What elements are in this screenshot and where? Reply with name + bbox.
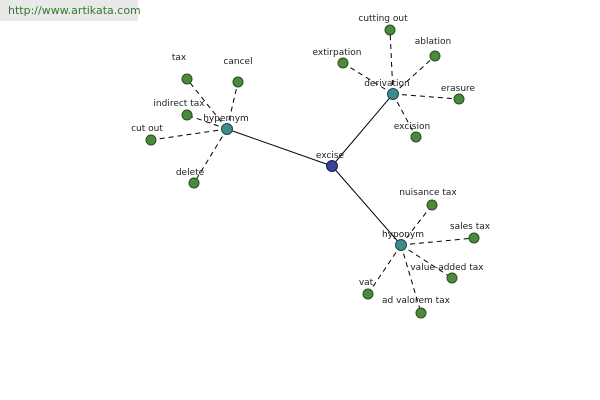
edge-hyponym-ad-valorem-tax: [400, 244, 422, 314]
node-value-added-tax-marker[interactable]: [446, 272, 458, 284]
edge-excise-hyponym: [331, 165, 402, 246]
node-derivation-marker[interactable]: [387, 88, 399, 100]
node-nuisance-tax[interactable]: nuisance tax: [399, 188, 457, 211]
edge-derivation-extirpation: [342, 62, 394, 95]
node-indirect-tax-label[interactable]: indirect tax: [153, 99, 205, 109]
node-vat-label[interactable]: vat: [359, 278, 374, 288]
node-hyponym[interactable]: hyponym: [382, 230, 424, 251]
node-delete-marker[interactable]: [188, 177, 200, 189]
node-cancel-label[interactable]: cancel: [223, 57, 252, 67]
node-erasure-label[interactable]: erasure: [441, 84, 476, 94]
node-extirpation-marker[interactable]: [337, 57, 349, 69]
edge-hypernym-tax: [186, 78, 228, 130]
node-cancel-marker[interactable]: [232, 76, 244, 88]
edge-hypernym-indirect-tax: [186, 114, 228, 130]
node-erasure-marker[interactable]: [453, 93, 465, 105]
edge-excise-hypernym: [226, 128, 333, 167]
node-hypernym-label[interactable]: hypernym: [203, 114, 249, 124]
node-ablation-marker[interactable]: [429, 50, 441, 62]
node-excise-marker[interactable]: [326, 160, 338, 172]
edge-derivation-erasure: [392, 93, 460, 100]
node-extirpation[interactable]: extirpation: [313, 48, 362, 69]
node-derivation[interactable]: derivation: [364, 79, 410, 100]
edges-layer: [150, 29, 475, 314]
node-cancel[interactable]: cancel: [223, 57, 253, 88]
node-nuisance-tax-label[interactable]: nuisance tax: [399, 188, 457, 198]
node-ad-valorem-tax-label[interactable]: ad valorem tax: [382, 296, 451, 306]
node-excise-label[interactable]: excise: [316, 151, 345, 161]
node-excision-marker[interactable]: [410, 131, 422, 143]
node-cut-out-label[interactable]: cut out: [131, 124, 163, 134]
node-hyponym-label[interactable]: hyponym: [382, 230, 424, 240]
node-hypernym-marker[interactable]: [221, 123, 233, 135]
edge-hyponym-vat: [367, 244, 402, 295]
edge-derivation-excision: [392, 93, 417, 138]
node-sales-tax-label[interactable]: sales tax: [450, 222, 491, 232]
node-indirect-tax[interactable]: indirect tax: [153, 99, 205, 121]
node-excision-label[interactable]: excision: [394, 122, 430, 132]
node-tax-marker[interactable]: [181, 73, 193, 85]
node-cut-out-marker[interactable]: [145, 134, 157, 146]
node-delete-label[interactable]: delete: [176, 168, 205, 178]
source-banner: http://www.artikata.com: [0, 0, 141, 21]
node-ablation[interactable]: ablation: [415, 37, 451, 62]
node-tax-label[interactable]: tax: [172, 53, 187, 63]
node-vat-marker[interactable]: [362, 288, 374, 300]
node-delete[interactable]: delete: [176, 168, 205, 189]
node-sales-tax[interactable]: sales tax: [450, 222, 491, 244]
edge-hypernym-delete: [193, 128, 228, 184]
node-sales-tax-marker[interactable]: [468, 232, 480, 244]
node-derivation-label[interactable]: derivation: [364, 79, 410, 89]
node-cut-out[interactable]: cut out: [131, 124, 163, 146]
node-value-added-tax[interactable]: value-added tax: [410, 263, 484, 284]
node-ad-valorem-tax-marker[interactable]: [415, 307, 427, 319]
node-excision[interactable]: excision: [394, 122, 430, 143]
node-hyponym-marker[interactable]: [395, 239, 407, 251]
node-ablation-label[interactable]: ablation: [415, 37, 451, 47]
node-erasure[interactable]: erasure: [441, 84, 476, 105]
node-indirect-tax-marker[interactable]: [181, 109, 193, 121]
node-value-added-tax-label[interactable]: value-added tax: [410, 263, 484, 273]
node-excise[interactable]: excise: [316, 151, 345, 172]
source-link[interactable]: http://www.artikata.com: [8, 4, 141, 17]
node-cutting-out-marker[interactable]: [384, 24, 396, 36]
edge-derivation-ablation: [392, 55, 436, 95]
edge-excise-derivation: [331, 93, 394, 167]
node-cutting-out[interactable]: cutting out: [358, 14, 408, 36]
node-vat[interactable]: vat: [359, 278, 374, 300]
node-cutting-out-label[interactable]: cutting out: [358, 14, 408, 24]
nodes-layer: tax cancel indirect tax cut out delete cuttin…: [131, 14, 491, 319]
node-hypernym[interactable]: hypernym: [203, 114, 249, 135]
node-tax[interactable]: tax: [172, 53, 193, 85]
edge-hypernym-cancel: [226, 81, 239, 130]
edge-hyponym-value-added-tax: [400, 244, 453, 279]
edge-hyponym-sales-tax: [400, 237, 475, 246]
node-extirpation-label[interactable]: extirpation: [313, 48, 362, 58]
edge-derivation-cutting-out: [389, 29, 394, 95]
node-nuisance-tax-marker[interactable]: [426, 199, 438, 211]
node-ad-valorem-tax[interactable]: ad valorem tax: [382, 296, 451, 319]
edge-hypernym-cut-out: [150, 128, 228, 141]
